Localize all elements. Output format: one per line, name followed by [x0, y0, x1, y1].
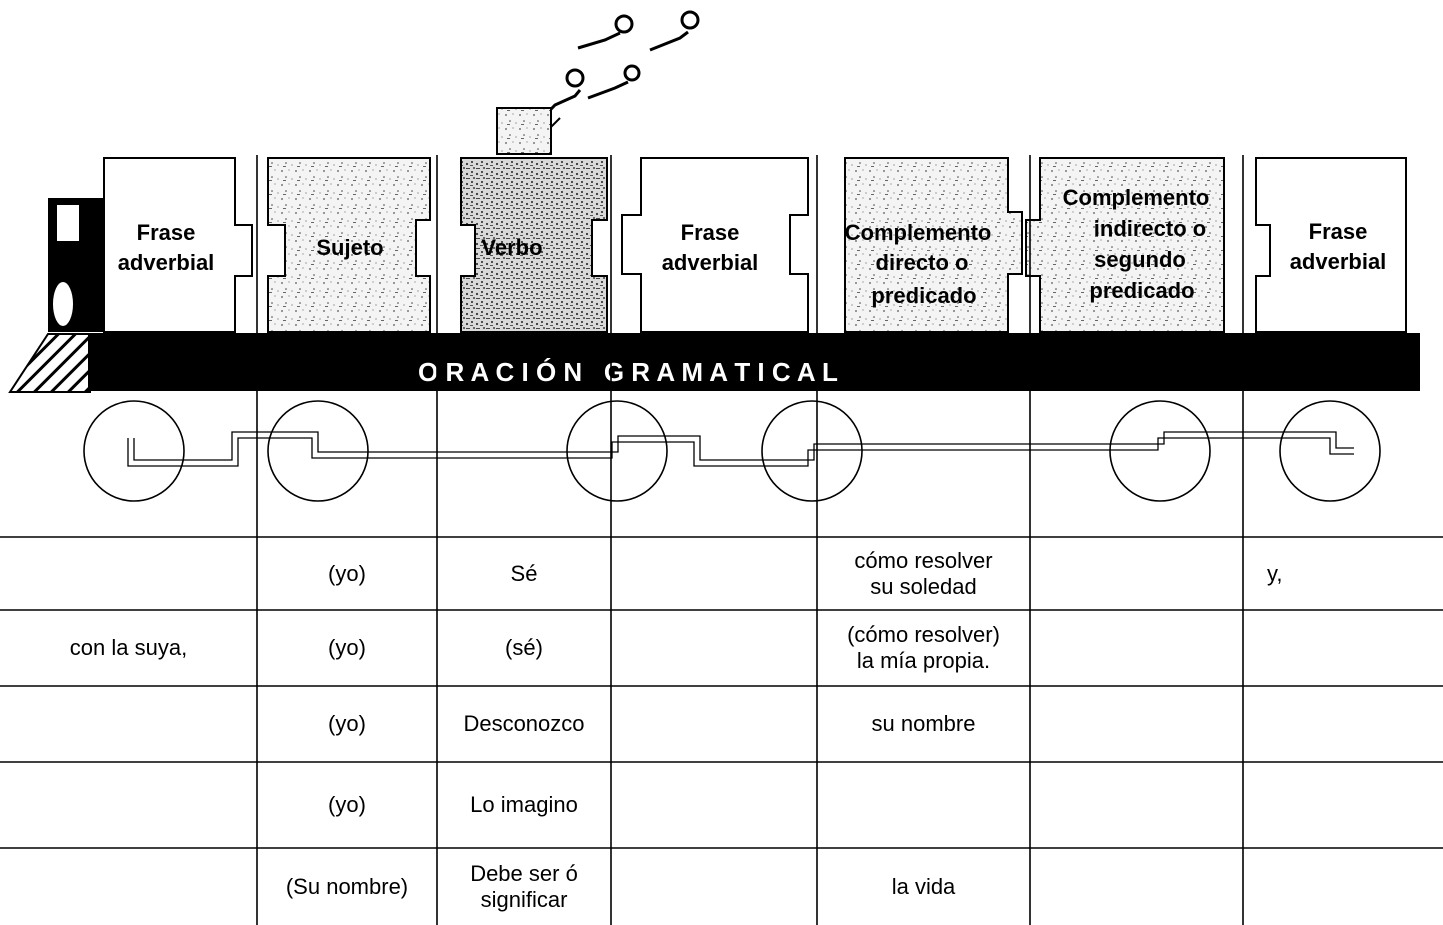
table-cell: (Su nombre)	[257, 848, 437, 925]
table-cell	[611, 537, 817, 610]
car-label: Frase	[137, 220, 196, 245]
car-label: Frase	[681, 220, 740, 245]
cell-text: Debe ser ó significar	[470, 861, 578, 913]
cell-text: (yo)	[328, 792, 366, 818]
table-cell	[611, 762, 817, 848]
car-label: directo o	[876, 250, 969, 275]
wheel	[84, 401, 1380, 501]
cell-text: (Su nombre)	[286, 874, 408, 900]
table-cell	[0, 848, 257, 925]
table-cell: y,	[1243, 537, 1440, 610]
table-cell: Desconozco	[437, 686, 611, 762]
cell-text: (yo)	[328, 561, 366, 587]
cell-text: Lo imagino	[470, 792, 578, 818]
table-cell: (yo)	[257, 610, 437, 686]
train-car: Verbo	[461, 158, 607, 332]
car-label: segundo	[1094, 247, 1186, 272]
car-label: adverbial	[662, 250, 759, 275]
table-cell: (yo)	[257, 762, 437, 848]
cell-text: (cómo resolver) la mía propia.	[847, 622, 1000, 674]
car-label: Frase	[1309, 219, 1368, 244]
table-cell: con la suya,	[0, 610, 257, 686]
table-cell: (yo)	[257, 537, 437, 610]
table-cell: (sé)	[437, 610, 611, 686]
smoke-icon	[533, 12, 698, 138]
train-car: Frase adverbial	[104, 158, 252, 332]
table-cell	[1243, 610, 1440, 686]
cell-text: (sé)	[505, 635, 543, 661]
table-cell	[1030, 848, 1243, 925]
table-cell	[611, 610, 817, 686]
table-cell: Debe ser ó significar	[437, 848, 611, 925]
table-cell	[0, 537, 257, 610]
table-cell	[1030, 610, 1243, 686]
banner-title: O R A C I Ó N G R A M A T I C A L	[418, 357, 838, 387]
cell-text: su nombre	[872, 711, 976, 737]
cell-text: (yo)	[328, 635, 366, 661]
cell-text: cómo resolver su soledad	[854, 548, 992, 600]
table-cell	[1030, 537, 1243, 610]
table-cell	[611, 686, 817, 762]
cell-text: (yo)	[328, 711, 366, 737]
car-label: Complemento	[1063, 185, 1210, 210]
car-label: adverbial	[1290, 249, 1387, 274]
table-cell	[817, 762, 1030, 848]
train-car: Complemento indirecto o segundo predicad…	[1026, 158, 1224, 332]
chimney	[497, 108, 551, 154]
table-cell	[1243, 686, 1440, 762]
table-cell	[0, 762, 257, 848]
table-cell: cómo resolver su soledad	[817, 537, 1030, 610]
car-label: Complemento	[845, 220, 992, 245]
cell-text: Sé	[511, 561, 538, 587]
table-cell: Sé	[437, 537, 611, 610]
table-cell: (yo)	[257, 686, 437, 762]
train-car: Sujeto	[268, 158, 430, 332]
table-cell	[1243, 762, 1440, 848]
cell-text: Desconozco	[463, 711, 584, 737]
table-cell: (cómo resolver) la mía propia.	[817, 610, 1030, 686]
table-cell	[1030, 686, 1243, 762]
car-label: indirecto o	[1094, 216, 1206, 241]
table-cell: su nombre	[817, 686, 1030, 762]
car-label: Verbo	[481, 235, 542, 260]
cell-text: la vida	[892, 874, 956, 900]
car-label: predicado	[871, 283, 976, 308]
table-cell	[1243, 848, 1440, 925]
cell-text: con la suya,	[70, 635, 187, 661]
table-cell: la vida	[817, 848, 1030, 925]
car-label: predicado	[1089, 278, 1194, 303]
table-cell: Lo imagino	[437, 762, 611, 848]
coupling-rod	[128, 432, 1354, 466]
train-car: Frase adverbial	[1256, 158, 1406, 332]
table-cell	[0, 686, 257, 762]
train-car: Complemento directo o predicado	[845, 158, 1022, 332]
car-label: adverbial	[118, 250, 215, 275]
car-label: Sujeto	[316, 235, 383, 260]
table-cell	[611, 848, 817, 925]
table-cell	[1030, 762, 1243, 848]
train-car: Frase adverbial	[622, 158, 808, 332]
cell-text: y,	[1267, 561, 1282, 587]
